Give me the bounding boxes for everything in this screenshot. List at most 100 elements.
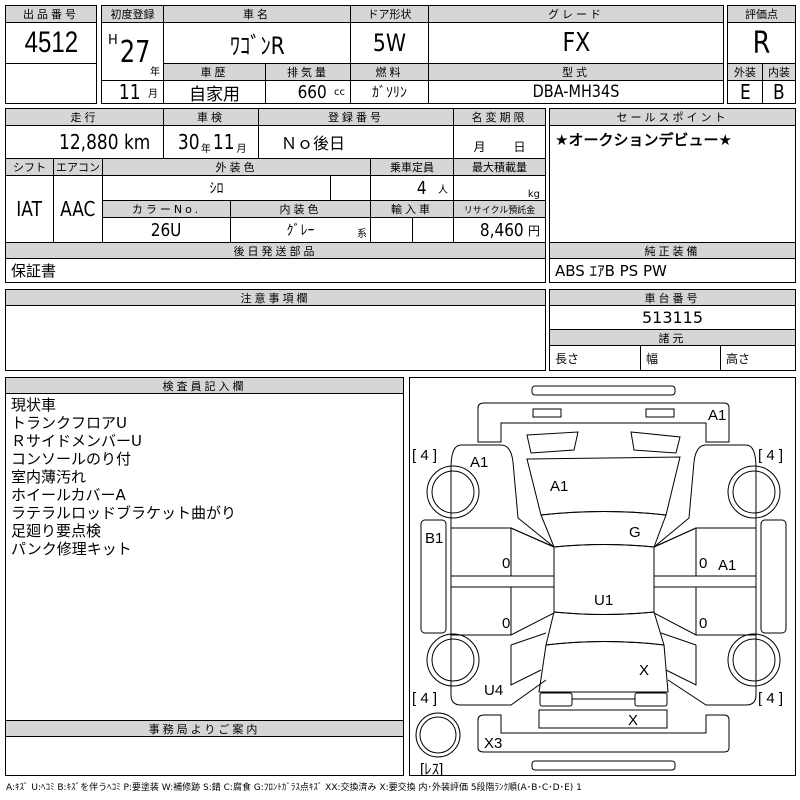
import-label: 輸入車 [370, 200, 454, 218]
name-change: 月日 [453, 125, 546, 159]
door-type: 5W [350, 22, 429, 64]
ext-score: E [727, 80, 763, 104]
legend: A:ｷｽﾞ U:ﾍｺﾐ B:ｷｽﾞを伴うﾍｺﾐ P:要塗装 W:補修跡 S:錆 … [6, 783, 582, 793]
later-parts: 保証書 [5, 258, 546, 283]
front-bar [531, 385, 676, 396]
spec-length: 長さ [549, 345, 641, 371]
mark-door-rr: 0 [699, 615, 707, 632]
later-parts-label: 後日発送部品 [5, 242, 546, 259]
mark-door-rf: 0 [699, 555, 707, 572]
first-reg-label: 初度登録 [101, 5, 164, 23]
inspector-notes: 現状車 トランクフロアU ＲサイドメンバーU コンソールのり付 室内薄汚れ ホイ… [5, 393, 404, 721]
int-score-label: 内装 [762, 63, 796, 81]
inspector-line: トランクフロアU [11, 414, 127, 432]
door-label: ドア形状 [350, 5, 429, 23]
reg-no-label: 登録番号 [258, 108, 454, 126]
grade: FX [428, 22, 724, 64]
capacity: 4 人 [370, 175, 454, 201]
name-change-label: 名変期限 [453, 108, 546, 126]
sales-point: ★オークションデビュー★ [549, 125, 796, 243]
tire-tread-fl: [ 4 ] [412, 447, 437, 464]
ext-score-label: 外装 [727, 63, 763, 81]
mark-rear-panel: X [628, 712, 638, 729]
inspector-line: ＲサイドメンバーU [11, 432, 142, 450]
capacity-label: 乗車定員 [370, 158, 454, 176]
model: DBA-MH34S [428, 80, 724, 104]
mark-left-sill: B1 [425, 530, 443, 547]
mark-front-bumper: A1 [708, 407, 726, 424]
left-front-fender [450, 444, 555, 548]
mileage-label: 走行 [5, 108, 164, 126]
mark-rear-bumper: X3 [484, 735, 502, 752]
left-sill [420, 519, 447, 634]
trunk [538, 641, 669, 693]
int-color-label: 内装色 [230, 200, 371, 218]
first-reg-month: 11 月 [101, 80, 164, 104]
sales-point-label: セールスポイント [549, 108, 796, 126]
inspector-line: ラテラルロッドブラケット曲がり [11, 504, 237, 522]
right-sill [760, 519, 787, 634]
spec-height: 高さ [720, 345, 796, 371]
rear-panel [538, 709, 668, 729]
mark-windshield: G [629, 524, 641, 541]
int-score: B [762, 80, 796, 104]
recycle-label: リサイクル預託金 [453, 200, 546, 218]
grade-label: グレード [428, 5, 724, 23]
rear-bumper [477, 714, 730, 753]
inspector-line: 現状車 [11, 396, 57, 414]
color-no-label: カラーNo. [102, 200, 231, 218]
shift: IAT [5, 175, 54, 243]
right-front-fender [653, 444, 757, 548]
notes-area [5, 305, 546, 371]
mark-left-front-fender: A1 [470, 454, 488, 471]
tire-tread-fr: [ 4 ] [758, 447, 783, 464]
fuel-label: 燃料 [350, 63, 429, 81]
max-load: kg [453, 175, 546, 201]
fuel: ｶﾞｿﾘﾝ [350, 80, 429, 104]
score: R [727, 22, 796, 64]
office-label: 事務局よりご案内 [5, 720, 404, 737]
office-area [5, 736, 404, 776]
aircon: AAC [53, 175, 103, 243]
inspector-label: 検査員記入欄 [5, 377, 404, 394]
ext-color: ｼﾛ [102, 175, 331, 201]
tire-tread-rr: [ 4 ] [758, 690, 783, 707]
equipment: ABS ｴｱB PS PW [549, 258, 796, 283]
car-name: ﾜｺﾞﾝR [163, 22, 351, 64]
ext-color-label: 外装色 [102, 158, 371, 176]
notes-label: 注意事項欄 [5, 289, 546, 306]
reg-no: Ｎｏ後日 [258, 125, 454, 159]
damage-diagram: [ 4 ] [ 4 ] [ 4 ] [ 4 ] [ﾚｽ] A1 A1 A1 G … [409, 377, 796, 776]
history: 自家用 [163, 80, 266, 104]
equipment-label: 純正装備 [549, 242, 796, 259]
chassis-number: 513115 [549, 305, 796, 330]
first-reg-year: H 27 年 [101, 22, 164, 81]
model-label: 型式 [428, 63, 724, 81]
import-cell-2 [412, 217, 454, 243]
inspection-label: 車検 [163, 108, 259, 126]
mark-left-rear-fender: U4 [484, 682, 503, 699]
lot-blank [5, 63, 97, 104]
mark-trunk: X [639, 662, 649, 679]
specs-label: 諸元 [549, 329, 796, 346]
max-load-label: 最大積載量 [453, 158, 546, 176]
lot-number: 4512 [5, 22, 97, 64]
mark-door-lr: 0 [502, 615, 510, 632]
ext-color-blank [330, 175, 371, 201]
mark-roof: U1 [594, 592, 613, 609]
inspector-line: パンク修理キット [11, 540, 132, 558]
car-name-label: 車名 [163, 5, 351, 23]
score-label: 評価点 [727, 5, 796, 23]
aircon-label: エアコン [53, 158, 103, 176]
history-label: 車歴 [163, 63, 266, 81]
chassis-label: 車台番号 [549, 289, 796, 306]
displacement-label: 排気量 [265, 63, 351, 81]
int-color: ｸﾞﾚｰ系 [230, 217, 371, 243]
spec-width: 幅 [640, 345, 721, 371]
inspector-line: ホイールカバーA [11, 486, 126, 504]
windshield [540, 511, 667, 548]
front-bumper [477, 402, 730, 443]
mark-hood: A1 [550, 478, 568, 495]
mark-right-front-door: A1 [718, 557, 736, 574]
